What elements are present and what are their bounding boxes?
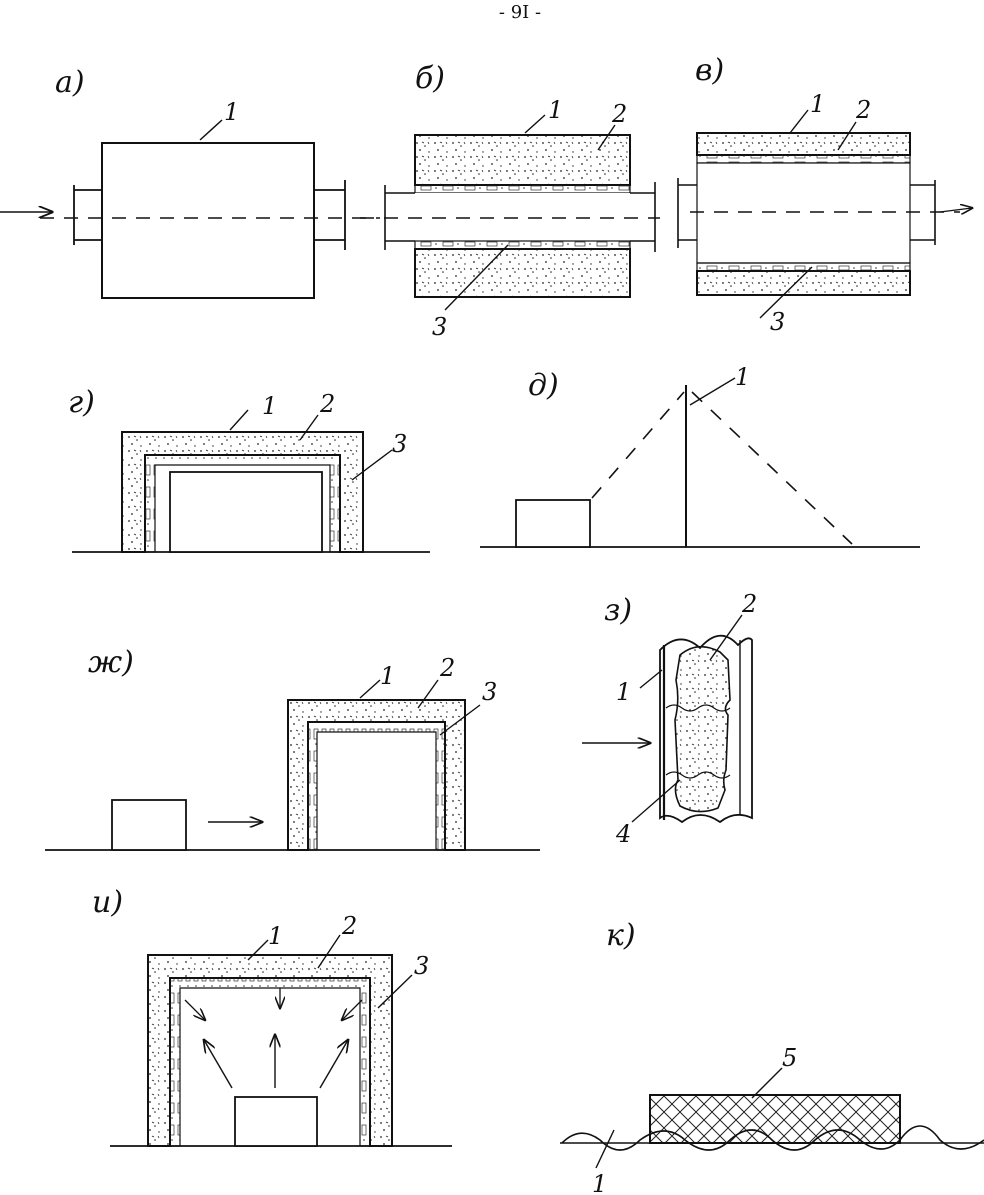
panel-b-outer-bottom	[414, 248, 631, 298]
panel-i: и) 1 2 3	[92, 885, 452, 1147]
panel-v-leader-2	[837, 121, 857, 151]
panel-k-leader-1	[595, 1129, 615, 1169]
panel-z-core	[674, 645, 731, 813]
panel-zh-object	[111, 799, 187, 851]
panel-g-label: г)	[68, 385, 95, 420]
panel-b-leader-2	[597, 124, 616, 151]
panel-a-left-shaft	[73, 185, 102, 245]
panel-z-label: з)	[604, 593, 632, 628]
panel-k-leader-5	[751, 1067, 783, 1099]
panel-d-cover-right	[691, 391, 853, 545]
panel-b-bore	[415, 193, 630, 241]
panel-zh-leader-3	[439, 704, 481, 736]
panel-i-callout-2: 2	[341, 912, 357, 940]
panel-i-inner-layer	[169, 977, 371, 1147]
panel-i-arrow-down-left	[184, 999, 205, 1020]
panel-zh-callout-1: 1	[380, 662, 395, 690]
panel-z-wavy-2	[665, 771, 731, 779]
panel-a-right-shaft	[314, 180, 346, 250]
panel-a-label: а)	[55, 65, 85, 100]
panel-zh-callout-2: 2	[439, 654, 455, 682]
panel-d-label: д)	[528, 368, 559, 403]
panel-z-callout-4: 4	[615, 820, 631, 848]
panel-b-callout-1: 1	[548, 96, 563, 124]
panel-v-outer-top	[696, 132, 911, 156]
panel-zh-label: ж)	[88, 645, 134, 680]
panel-z-leader-2	[709, 614, 743, 661]
panel-b-callout-2: 2	[611, 100, 627, 128]
panel-v-leader-1	[789, 109, 809, 134]
panel-b-right-shaft	[630, 182, 656, 252]
panel-v-bore	[696, 162, 911, 264]
panel-b: б) 1 2 3	[360, 61, 660, 341]
panel-g-inner-layer	[144, 454, 341, 553]
panel-i-callout-1: 1	[268, 922, 283, 950]
panel-i-arrow-down-right	[342, 999, 363, 1020]
panel-g-leader-3	[351, 449, 393, 481]
panel-i-label: и)	[92, 885, 123, 920]
panel-i-leader-2	[317, 934, 341, 969]
panel-g-callout-1: 1	[262, 392, 277, 420]
panel-i-leader-3	[377, 974, 413, 1009]
panel-i-arrow-left	[204, 1040, 233, 1089]
panel-g-leader-1	[229, 409, 249, 431]
panel-a-drum	[101, 142, 315, 299]
panel-zh-callout-3: 3	[482, 678, 497, 706]
panel-k-callout-1: 1	[592, 1170, 607, 1195]
panel-d-cover-left	[591, 391, 685, 499]
panel-i-leader-1	[247, 939, 269, 961]
panel-z-leader-4	[631, 779, 681, 823]
panel-b-label: б)	[415, 61, 445, 96]
panel-zh-leader-1	[359, 679, 381, 699]
panel-v-callout-2: 2	[855, 96, 871, 124]
panel-v-label: в)	[695, 53, 724, 88]
panel-zh-leader-2	[417, 679, 439, 709]
panel-v-callout-3: 3	[770, 308, 785, 336]
panel-z: з) 1 2 4	[582, 590, 757, 848]
panel-b-leader-1	[524, 114, 546, 134]
panel-a-leader-1	[199, 119, 223, 141]
panel-z-callout-1: 1	[616, 678, 631, 706]
panel-b-layer-bottom	[414, 240, 631, 250]
panel-i-arrow-right	[319, 1040, 348, 1089]
panel-zh-inner-layer	[307, 721, 446, 851]
panel-d-object	[515, 499, 591, 548]
panel-a-callout-1: 1	[224, 98, 239, 126]
panel-g-chamber	[169, 471, 323, 553]
panel-z-leader-1	[639, 669, 663, 689]
panel-g-callout-2: 2	[319, 390, 335, 418]
panel-b-layer-top	[414, 184, 631, 194]
panel-b-leader-3	[444, 244, 509, 311]
panel-k: к) 5 1	[560, 918, 984, 1195]
panel-z-wavy-1	[665, 704, 731, 712]
panel-v-outlet-arrow	[939, 208, 972, 212]
panel-v: в) 1 2 3	[677, 53, 972, 336]
panel-i-callout-3: 3	[414, 952, 429, 980]
panel-v-left-shaft	[677, 178, 697, 248]
panel-g: г) 1 2 3	[68, 385, 430, 553]
panel-g-leader-2	[299, 414, 319, 441]
panel-zh: ж) 1 2 3	[45, 645, 540, 851]
panel-v-layer-top	[696, 154, 911, 164]
panel-k-ground-wave	[561, 1125, 984, 1151]
panel-b-callout-3: 3	[432, 313, 447, 341]
panel-k-callout-5: 5	[782, 1044, 797, 1072]
panel-v-leader-3	[759, 266, 813, 319]
panel-d: д) 1	[480, 363, 920, 548]
panel-k-label: к)	[606, 918, 636, 953]
panel-b-outer-top	[414, 134, 631, 186]
panel-g-callout-3: 3	[392, 430, 407, 458]
panel-v-callout-1: 1	[810, 90, 825, 118]
panel-a: а) 1	[0, 65, 380, 299]
panel-d-leader-1	[689, 377, 736, 406]
panel-d-callout-1: 1	[735, 363, 750, 391]
panel-z-callout-2: 2	[741, 590, 757, 618]
panel-k-cover	[649, 1094, 901, 1144]
page-number: - 9I -	[499, 2, 541, 23]
panel-i-object	[234, 1096, 318, 1147]
panel-v-layer-bottom	[696, 262, 911, 272]
